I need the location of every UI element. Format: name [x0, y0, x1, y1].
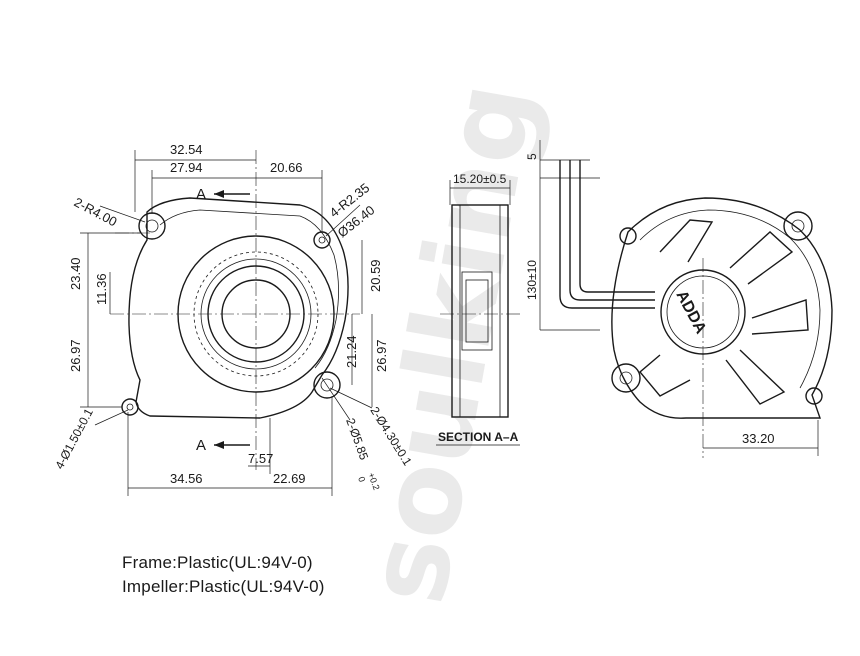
- dim-h6: 26.97: [374, 339, 389, 372]
- leader-r-left: [99, 205, 146, 223]
- dim-hole-big-tol-minus: 0: [356, 475, 367, 483]
- section-caption: SECTION A–A: [438, 430, 519, 444]
- rear-spoke: [659, 219, 714, 263]
- dim-w3: 20.66: [270, 160, 303, 175]
- rear-ear-top-right: [783, 211, 813, 241]
- dim-lead-length: 130±10: [525, 260, 539, 300]
- rear-housing-outline: [611, 197, 833, 419]
- rear-spoke: [725, 349, 786, 405]
- rear-ear-top-left: [619, 227, 637, 245]
- brand-logo: ADDA: [672, 288, 709, 337]
- leader-hole-mid: [329, 387, 373, 409]
- side-body-outline: [451, 204, 509, 418]
- housing-outline: [128, 197, 349, 419]
- mounting-hole-bottom-right: [320, 378, 334, 392]
- dim-b3: 22.69: [273, 471, 306, 486]
- dim-thickness: 15.20±0.5: [453, 172, 507, 186]
- rear-spoke: [729, 231, 794, 285]
- dim-w2: 27.94: [170, 160, 203, 175]
- dim-h4: 20.59: [368, 259, 383, 292]
- section-arrow-head-top: [214, 190, 224, 198]
- rear-hole-top-right: [791, 219, 805, 233]
- dim-r-left: 2-R4.00: [72, 194, 120, 229]
- side-section-view: 15.20±0.5 SECTION A–A: [436, 172, 520, 446]
- lead-wire-1: [559, 160, 655, 309]
- leader-hole-big: [321, 377, 351, 421]
- dim-b2: 34.56: [170, 471, 203, 486]
- dim-b1: 7.57: [248, 451, 273, 466]
- leader-hole-small: [94, 409, 129, 426]
- dim-hole-big: 2-Ø5.85: [343, 416, 371, 462]
- rear-housing-inner: [639, 209, 821, 389]
- dim-h5: 21.24: [344, 335, 359, 368]
- spec-impeller: Impeller:Plastic(UL:94V-0): [122, 577, 325, 596]
- side-motor: [461, 271, 493, 351]
- lead-wire-3: [579, 160, 655, 293]
- dim-h1: 23.40: [68, 257, 83, 290]
- mounting-hole-right: [318, 236, 326, 244]
- rear-hole-bottom-left: [619, 371, 633, 385]
- rear-spoke: [639, 354, 691, 397]
- rear-view: 5 130±10 ADDA 33.20: [525, 140, 833, 458]
- dim-lead-offset: 5: [525, 153, 539, 160]
- dim-hole-small: 4-Ø1.50±0.1: [52, 406, 96, 472]
- mounting-ear-bottom-right: [313, 371, 341, 399]
- rear-spoke: [751, 299, 809, 335]
- rear-ear-bottom-right: [805, 387, 823, 405]
- housing-inner-outline: [159, 209, 339, 369]
- dim-h2: 11.36: [94, 273, 109, 305]
- lead-wire-2: [569, 160, 655, 301]
- section-arrow-head-bottom: [214, 441, 224, 449]
- spec-frame: Frame:Plastic(UL:94V-0): [122, 553, 313, 572]
- dim-width: 33.20: [742, 431, 775, 446]
- mounting-hole-bottom-left: [126, 403, 134, 411]
- section-mark-bottom: A: [196, 437, 206, 454]
- leader-r-right: [325, 204, 361, 237]
- section-mark-top: A: [196, 186, 206, 203]
- dim-w1: 32.54: [170, 142, 203, 157]
- rear-ear-bottom-left: [611, 363, 641, 393]
- side-hub: [465, 279, 489, 343]
- dim-h3: 26.97: [68, 339, 83, 372]
- mounting-hole-left: [145, 219, 159, 233]
